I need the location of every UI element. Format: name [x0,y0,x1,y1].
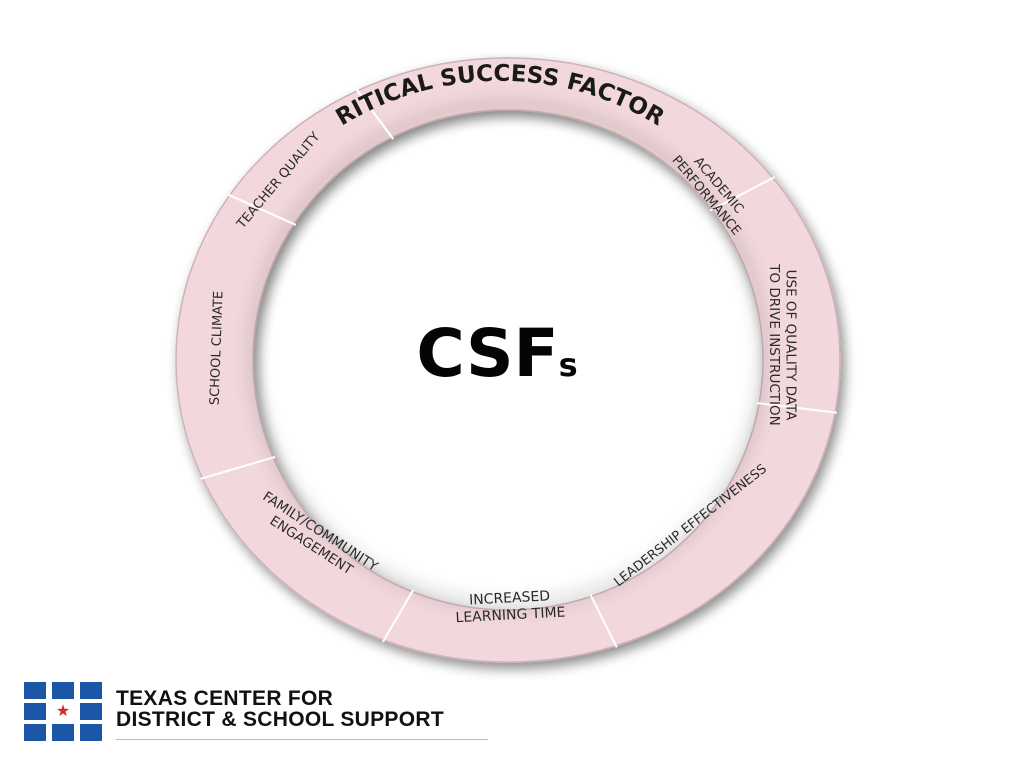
segment-divider-8 [355,88,394,140]
segment-label-line: LEARNING TIME [455,605,566,627]
star-icon: ★ [55,703,71,720]
segment-dividers [200,88,838,648]
logo-text: TEXAS CENTER FOR DISTRICT & SCHOOL SUPPO… [116,688,444,730]
segment-label-line: INCREASED [469,588,551,608]
segment-label-4: INCREASEDLEARNING TIME [454,588,566,627]
segment-divider-4 [589,594,618,648]
inner-shadow [249,101,767,609]
segment-divider-3 [757,402,838,414]
center-label: CSFs [416,315,577,392]
tcdss-logo: ★ TEXAS CENTER FOR DISTRICT & SCHOOL SUP… [24,682,494,746]
center-label-main: CSF [416,315,558,392]
segment-divider-7 [227,193,297,226]
segment-label-6: SCHOOL CLIMATE [208,291,227,406]
center-label-sub: s [559,346,578,384]
logo-divider [116,739,488,740]
segment-label-2: USE OF QUALITY DATATO DRIVE INSTRUCTION [766,263,799,426]
segment-divider-2 [709,176,776,212]
segment-label-line: SCHOOL CLIMATE [208,291,227,406]
logo-line-1: TEXAS CENTER FOR [116,687,334,710]
segment-divider-6 [200,455,276,480]
segment-divider-5 [382,589,415,643]
logo-grid-icon: ★ [24,682,102,744]
segment-label-line: TO DRIVE INSTRUCTION [766,263,782,426]
logo-line-2: DISTRICT & SCHOOL SUPPORT [116,708,444,731]
segment-label-line: USE OF QUALITY DATA [783,270,799,422]
